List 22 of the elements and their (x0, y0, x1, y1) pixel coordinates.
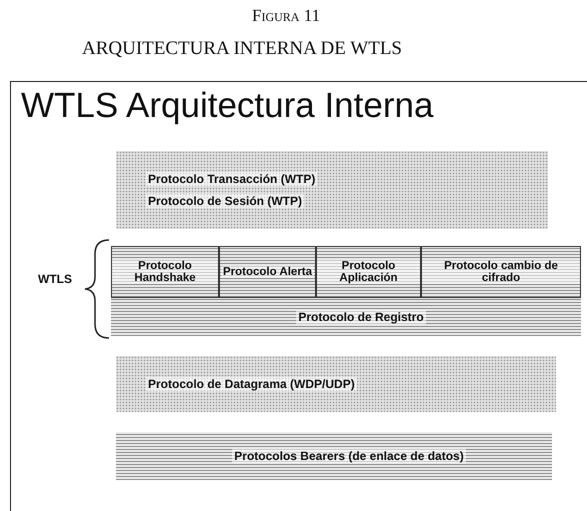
layer-label: Protocolo de Sesión (WTP) (146, 194, 304, 208)
diagram-frame (10, 81, 587, 511)
protocol-layer-band (111, 298, 581, 336)
layer-label: Protocolos Bearers (de enlace de datos) (232, 449, 466, 463)
protocol-cell (219, 246, 316, 298)
protocol-cell (421, 246, 581, 298)
layer-label: Protocolo Aplicación (317, 260, 420, 284)
protocol-layer-band (116, 151, 548, 229)
protocol-cell (316, 246, 421, 298)
layer-label: Protocolo Transacción (WTP) (146, 172, 318, 186)
protocol-cell (111, 246, 219, 298)
layer-label: Protocolo Handshake (112, 260, 218, 284)
diagram-heading: WTLS Arquitectura Interna (21, 86, 434, 126)
bracket-label: WTLS (37, 272, 73, 286)
protocol-layer-band (116, 356, 556, 412)
layer-label: Protocolo de Datagrama (WDP/UDP) (146, 377, 357, 391)
layer-label: Protocolo Alerta (220, 266, 314, 278)
layer-label: Protocolo cambio de cifrado (422, 260, 580, 284)
protocol-layer-band (116, 432, 552, 480)
figure-number: Figura 11 (252, 6, 320, 26)
layer-label: Protocolo de Registro (296, 310, 426, 324)
figure-title: ARQUITECTURA INTERNA DE WTLS (82, 38, 402, 60)
